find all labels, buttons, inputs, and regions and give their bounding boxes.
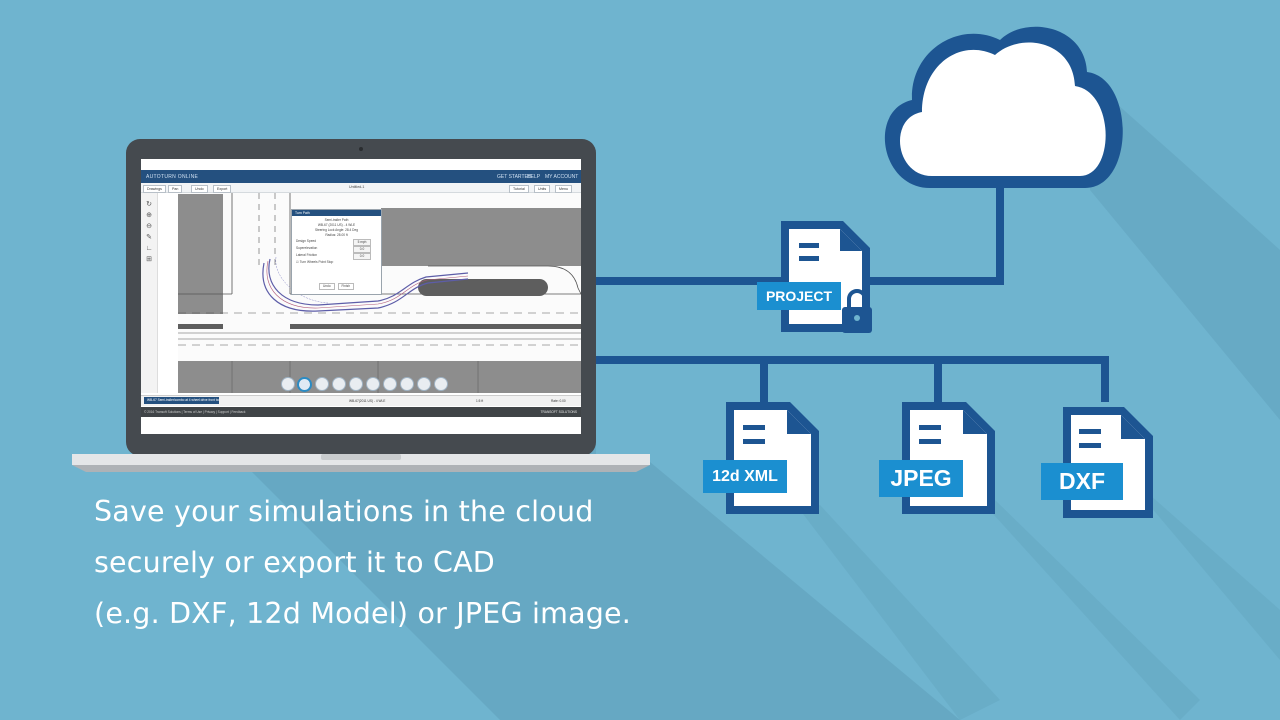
app-footer: © 2016 Transoft Solutions | Terms of Use… [141, 407, 581, 417]
units-status: 1:5 ft [476, 399, 484, 403]
checkbox-label: Turn Wheels Point Stop [299, 260, 334, 264]
dialog-title: Turn Path [292, 210, 381, 216]
settings-tool-icon[interactable] [434, 377, 448, 391]
cloud-shadow [1090, 80, 1280, 420]
caption-line-1: Save your simulations in the cloud [94, 495, 594, 528]
caption-line-3: (e.g. DXF, 12d Model) or JPEG image. [94, 597, 632, 630]
rotate-icon[interactable]: ↻ [146, 201, 152, 208]
units-button[interactable]: Units [534, 184, 551, 193]
tool-sidebar: ↻ ⊕ ⊖ ✎ ∟ ⊞ [141, 193, 158, 393]
vehicle-tool-icon[interactable] [281, 377, 295, 391]
app-toolbar: Drawings Pan Undo Export Untitled-1 Tuto… [141, 183, 581, 193]
lock-icon [842, 289, 872, 333]
doc-shadow-2 [985, 500, 1200, 720]
edit-tool-icon[interactable] [400, 377, 414, 391]
drawing-title: Untitled-1 [349, 185, 365, 189]
roundabout-tool-icon[interactable] [315, 377, 329, 391]
vehicle-notice: WB-67 Semi-trailer/combo at 4 wheel driv… [144, 397, 219, 404]
design-speed-row: Design Speed 5 mph [292, 238, 381, 246]
checkbox-icon[interactable]: ☑ [296, 260, 299, 264]
project-file-icon [781, 221, 872, 333]
footer-links[interactable]: © 2016 Transoft Solutions | Terms of Use… [144, 410, 246, 414]
grid-icon[interactable]: ⊞ [146, 256, 152, 263]
export-button[interactable]: Export [213, 184, 232, 193]
coord-status: Rate: 0.00 [551, 399, 566, 403]
delete-tool-icon[interactable] [417, 377, 431, 391]
design-speed-field[interactable]: 5 mph [353, 239, 371, 246]
design-speed-label: Design Speed [296, 239, 317, 243]
app-logo: AUTOTURN ONLINE [146, 174, 199, 180]
caption: Save your simulations in the cloud secur… [94, 486, 734, 639]
undo-button[interactable]: Undo [191, 184, 208, 193]
app-header: AUTOTURN ONLINE GET STARTED HELP MY ACCO… [141, 170, 581, 183]
laptop-shadow [250, 150, 960, 720]
jpeg-label: JPEG [879, 460, 963, 497]
dxf-label: DXF [1041, 463, 1123, 500]
superelevation-label: Superelevation [296, 246, 318, 250]
reverse-tool-icon[interactable] [349, 377, 363, 391]
status-bar: WB-67 Semi-trailer/combo at 4 wheel driv… [141, 395, 581, 406]
superelevation-field[interactable]: 0.0 [353, 246, 371, 253]
dialog-finish-button[interactable]: Finish [337, 283, 355, 290]
arc-tool-icon[interactable] [366, 377, 380, 391]
dialog-line: WB-67 (2011 US) - 4 WLE [317, 223, 356, 227]
dialog-undo-button[interactable]: Undo [318, 283, 335, 290]
zoom-in-icon[interactable]: ⊕ [146, 212, 152, 219]
measure-icon[interactable]: ∟ [145, 245, 153, 252]
caption-line-2: securely or export it to CAD [94, 546, 495, 579]
xml12d-file-icon [726, 402, 819, 514]
pencil-icon[interactable]: ✎ [146, 234, 152, 241]
lateral-friction-label: Lateral Friction [296, 253, 318, 257]
nav-my-account[interactable]: MY ACCOUNT [545, 174, 579, 180]
pan-button[interactable]: Pan [168, 184, 183, 193]
zoom-out-icon[interactable]: ⊖ [146, 223, 152, 230]
vehicle-status: WB-67(2011 US) - 4 WLE [349, 399, 386, 403]
project-label: PROJECT [757, 282, 841, 310]
drawings-button[interactable]: Drawings [143, 184, 166, 193]
dialog-line: Steering Lock Angle: 28.4 Deg [314, 228, 359, 232]
park-tool-icon[interactable] [332, 377, 346, 391]
app-screen: AUTOTURN ONLINE GET STARTED HELP MY ACCO… [141, 159, 581, 434]
lateral-friction-row: Lateral Friction 0.0 [292, 252, 381, 260]
xml12d-label: 12d XML [703, 460, 787, 493]
doc-shadow-1 [800, 505, 1000, 720]
nav-get-started[interactable]: GET STARTED [497, 174, 532, 180]
superelevation-row: Superelevation 0.0 [292, 245, 381, 253]
tutorial-button[interactable]: Tutorial [509, 184, 529, 193]
dialog-line: Radius: 28.00 ft [325, 233, 348, 237]
menu-button[interactable]: Menu [555, 184, 572, 193]
lateral-friction-field[interactable]: 0.0 [353, 253, 371, 260]
connector-lines [596, 188, 1109, 402]
nav-help[interactable]: HELP [527, 174, 541, 180]
footer-brand: TRANSOFT SOLUTIONS [540, 410, 577, 414]
turn-path-dialog: Turn Path Semi-trailer Path WB-67 (2011 … [291, 209, 382, 295]
dialog-line: Semi-trailer Path [324, 218, 349, 222]
jpeg-file-icon [902, 402, 995, 514]
straight-tool-icon[interactable] [383, 377, 397, 391]
checkbox-row[interactable]: ☑ Turn Wheels Point Stop [292, 259, 381, 266]
dialog-buttons: Undo Finish [292, 283, 381, 290]
turn-path-tool-icon[interactable] [297, 377, 312, 392]
doc-shadow-3 [1145, 495, 1280, 660]
cloud-icon [884, 26, 1123, 188]
